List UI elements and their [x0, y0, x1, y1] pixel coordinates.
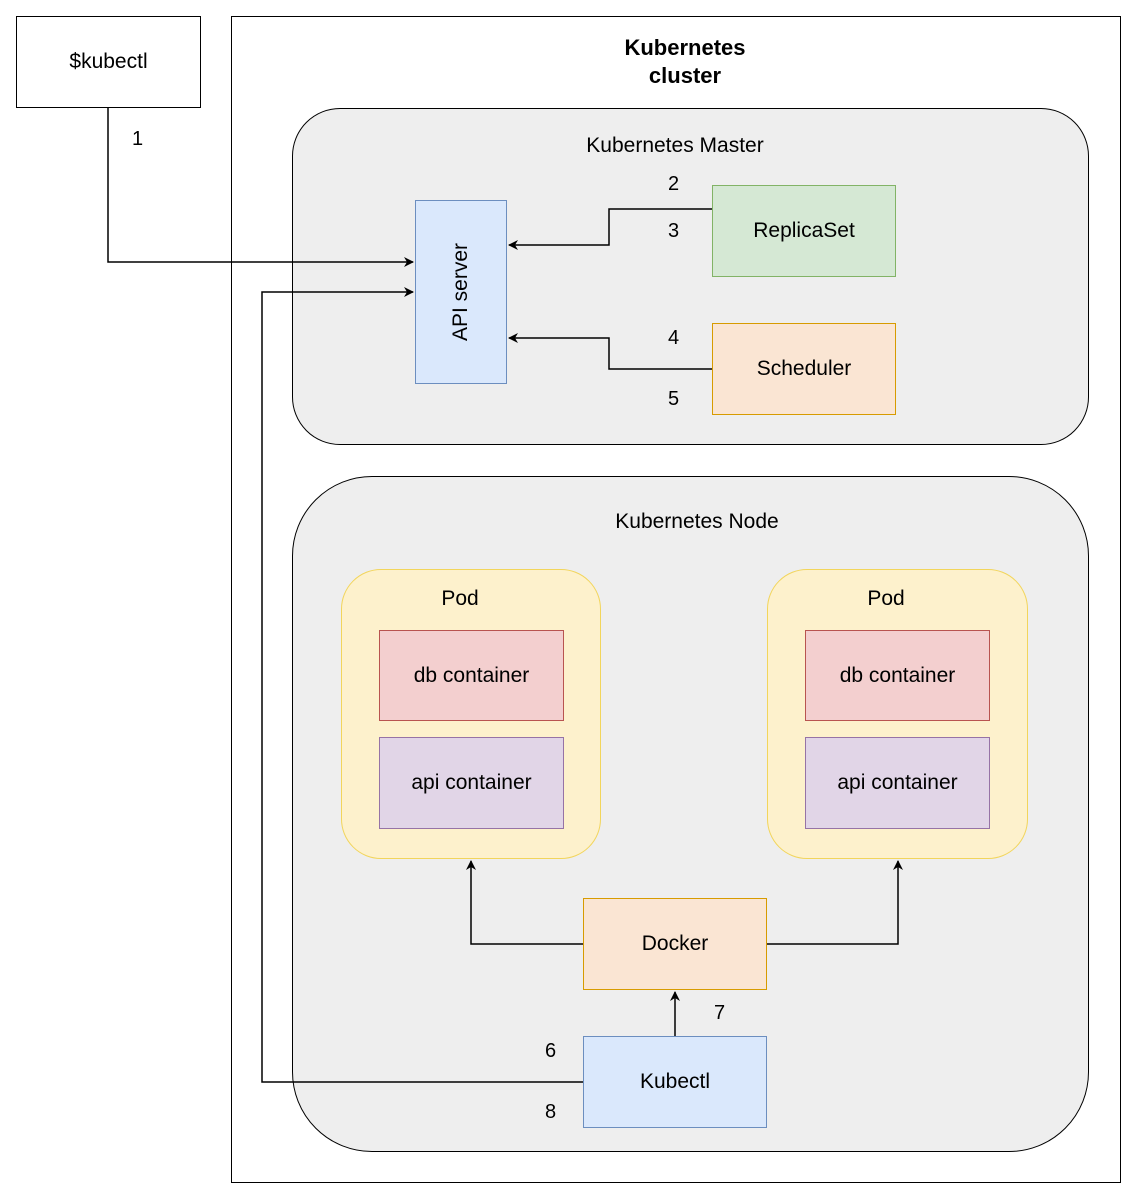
connector-node-kubectl-to-api: [261, 287, 583, 1083]
cluster-title-line1: Kubernetes: [624, 35, 746, 60]
node-kubectl-label: Kubectl: [639, 1070, 711, 1093]
api-server-box: API server: [415, 200, 507, 384]
connector-replicaset-to-api: [508, 208, 712, 250]
kubectl-client-label: $kubectl: [69, 50, 148, 73]
step-1-label: 1: [132, 128, 144, 150]
replicaset-box: ReplicaSet: [712, 185, 896, 277]
pod-2-db-container: db container: [805, 630, 990, 721]
cluster-title-line2: cluster: [648, 63, 722, 88]
step-8-label: 8: [545, 1101, 557, 1123]
node-kubectl-box: Kubectl: [583, 1036, 767, 1128]
master-title: Kubernetes Master: [586, 134, 764, 157]
docker-box: Docker: [583, 898, 767, 990]
pod-2-api-label: api container: [837, 771, 958, 794]
node-title: Kubernetes Node: [615, 510, 779, 533]
kubectl-client-box: $kubectl: [16, 16, 201, 108]
scheduler-box: Scheduler: [712, 323, 896, 415]
pod-1-db-container: db container: [379, 630, 564, 721]
pod-1-api-label: api container: [411, 771, 532, 794]
pod-2-db-label: db container: [839, 663, 956, 687]
step-6-label: 6: [545, 1040, 557, 1062]
step-5-label: 5: [668, 388, 680, 410]
connector-kubectl-to-api: [107, 108, 414, 267]
pod-2-api-container: api container: [805, 737, 990, 829]
step-4-label: 4: [668, 327, 680, 349]
pod-1-api-container: api container: [379, 737, 564, 829]
step-2-label: 2: [668, 173, 680, 195]
scheduler-label: Scheduler: [756, 357, 852, 380]
step-7-label: 7: [714, 1002, 726, 1024]
step-3-label: 3: [668, 220, 680, 242]
pod-1-db-label: db container: [413, 663, 530, 687]
connector-docker-to-pod-2: [767, 860, 903, 945]
docker-label: Docker: [641, 932, 709, 955]
pod-2-title: Pod: [867, 587, 905, 610]
connector-scheduler-to-api: [508, 333, 712, 370]
connector-docker-to-pod-1: [466, 860, 583, 945]
replicaset-label: ReplicaSet: [753, 219, 855, 242]
cluster-title: Kubernetes cluster: [560, 34, 810, 90]
pod-1-title: Pod: [441, 587, 479, 610]
